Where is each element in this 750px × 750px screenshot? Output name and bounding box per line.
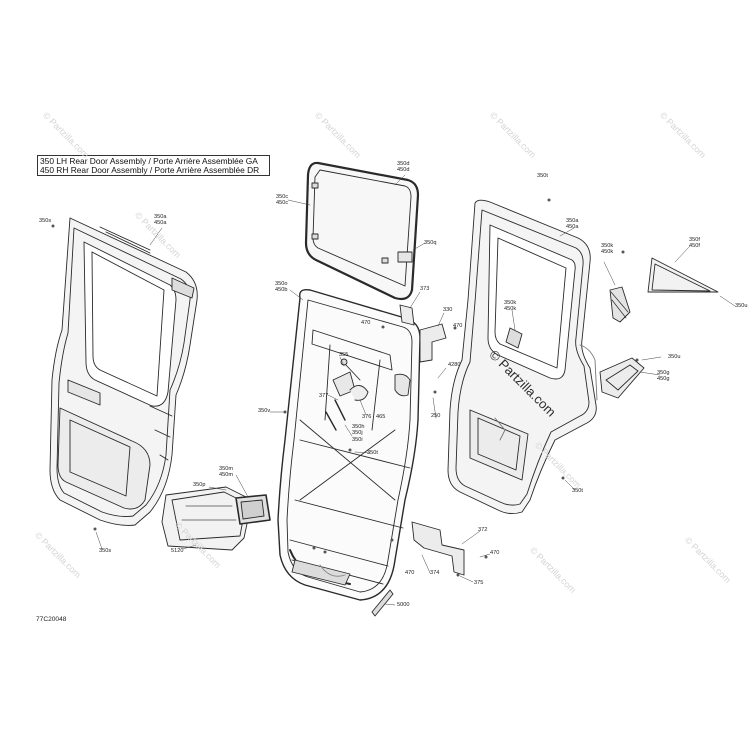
callout-350u-right: 350u [735, 303, 748, 309]
callout-350s-top: 350s [39, 218, 52, 224]
hinge-bracket-372 [411, 521, 465, 576]
hinge-strap [609, 286, 631, 323]
callout-250: 250 [431, 413, 441, 419]
callout-373: 373 [420, 286, 430, 292]
callout-350q: 350q [424, 240, 437, 246]
callout-372: 372 [478, 527, 488, 533]
seal-strip [371, 589, 394, 617]
callout-330: 330 [443, 307, 453, 313]
title-line-lh: 350 LH Rear Door Assembly / Porte Arrièr… [40, 156, 258, 166]
callout-470-c: 470 [490, 550, 500, 556]
callout-470-d: 470 [405, 570, 415, 576]
callout-375: 375 [474, 580, 484, 586]
fasteners [51, 198, 639, 577]
callout-374: 374 [430, 570, 440, 576]
bracket-350g [599, 357, 645, 399]
callout-465: 465 [376, 414, 386, 420]
callout-350u-mid: 350u [668, 354, 681, 360]
leader-lines [95, 174, 736, 606]
callout-350p: 350p [193, 482, 206, 488]
diagram-code: 77C20048 [36, 616, 67, 623]
upper-window-panel [304, 161, 420, 301]
callout-5120: 5120 [171, 548, 184, 554]
lh-door-inner-frame [277, 288, 421, 601]
callout-350v: 350v [258, 408, 271, 414]
latch-mechanism [325, 358, 369, 431]
rh-door-outer-panel [447, 199, 598, 515]
callout-350t-top: 350t [537, 173, 548, 179]
callout-350t-bottom: 350t [572, 488, 583, 494]
callout-5000: 5000 [397, 602, 410, 608]
title-line-rh: 450 RH Rear Door Assembly / Porte Arrièr… [40, 165, 260, 176]
callout-376: 376 [362, 414, 372, 420]
interior-handle [235, 494, 271, 525]
callout-470-b: 470 [453, 323, 463, 329]
callout-377: 377 [319, 393, 329, 399]
bracket-triangle [647, 257, 719, 293]
lh-door-outer-panel [49, 217, 198, 526]
callout-355: 355 [339, 352, 349, 358]
callout-350t-mid: 350t [367, 450, 378, 456]
hinge-bracket-330 [399, 304, 447, 363]
storage-tray [161, 486, 253, 551]
callout-350s-bottom: 350s [99, 548, 112, 554]
assembly-title-box: 350 LH Rear Door Assembly / Porte Arrièr… [37, 155, 270, 176]
callout-470-a: 470 [361, 320, 371, 326]
callout-4280: 4280 [448, 362, 461, 368]
